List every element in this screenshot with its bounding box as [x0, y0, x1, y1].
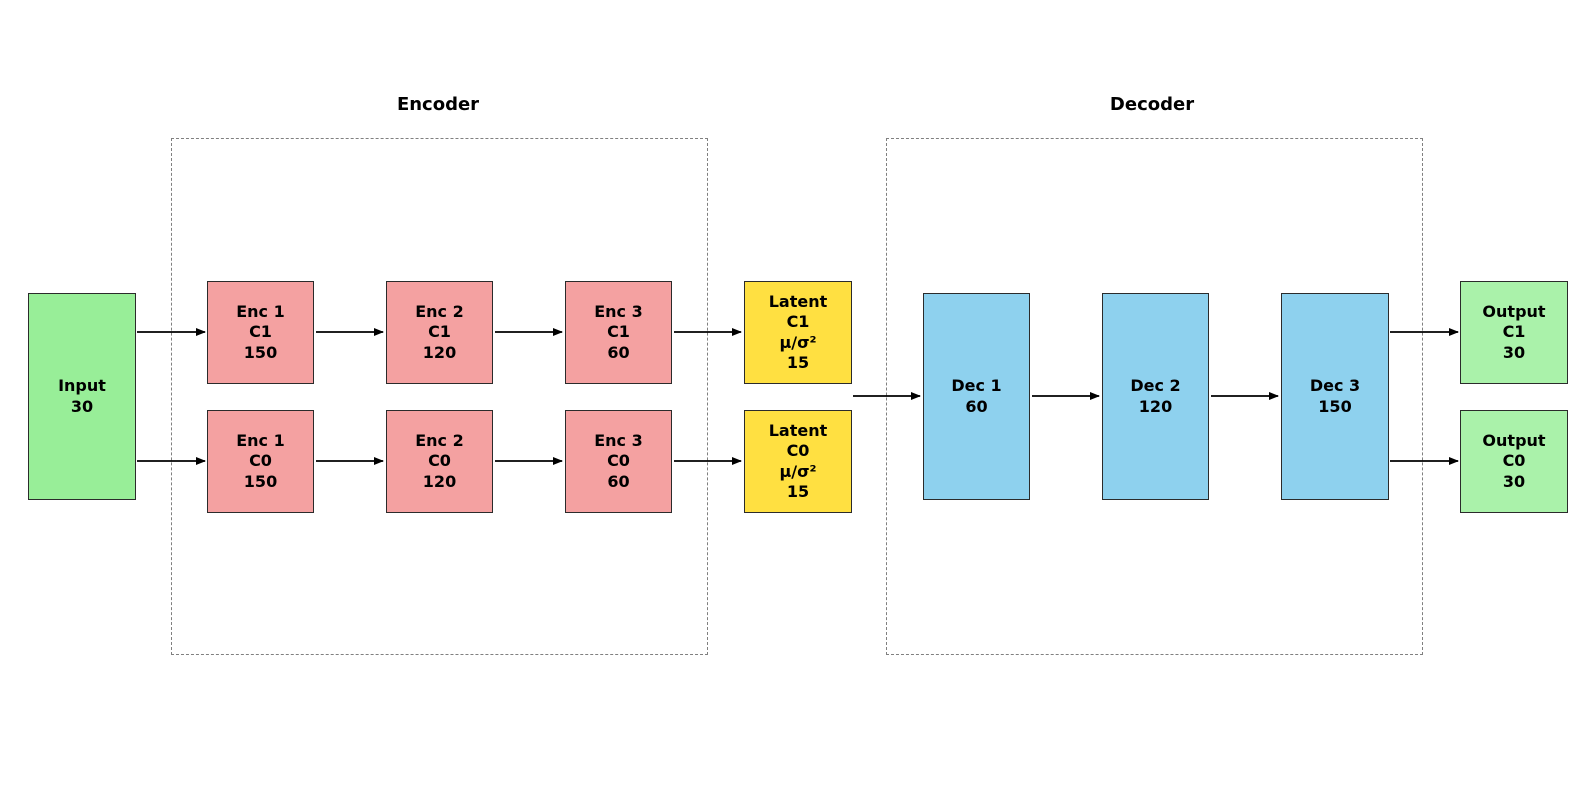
node-label-line: Dec 3 — [1309, 376, 1361, 395]
node-label-line: Enc 1 — [236, 430, 285, 450]
node-label-line: 150 — [243, 342, 278, 362]
node-label-line: 150 — [1318, 396, 1352, 416]
node-label-line: C1 — [607, 322, 630, 342]
decoder-title: Decoder — [1109, 94, 1195, 115]
node-label-line: μ/σ² — [779, 332, 817, 352]
node-label-line: 15 — [786, 482, 810, 501]
node-label-line: C1 — [1502, 322, 1526, 342]
node-label-line: Dec 1 — [951, 376, 1002, 395]
encoder-title: Encoder — [396, 94, 480, 115]
node-label-line: 150 — [243, 471, 278, 491]
node-label-line: Enc 2 — [415, 430, 464, 450]
encoder-frame — [171, 138, 708, 655]
node-label-line: Latent — [768, 291, 828, 311]
node-label-line: C1 — [786, 312, 810, 331]
node-label-line: 60 — [607, 471, 630, 491]
node-label-line: 60 — [607, 342, 630, 362]
node-label-line: Input — [58, 376, 106, 395]
node-label-line: C0 — [607, 451, 630, 471]
node-label-line: Dec 2 — [1130, 376, 1181, 395]
node-label-line: 30 — [70, 396, 94, 416]
node-label-line: Output — [1482, 430, 1546, 450]
node-label-line: Output — [1482, 301, 1546, 321]
node-label-line: 120 — [422, 471, 457, 491]
node-label-line: 120 — [422, 342, 457, 362]
node-label-line: C0 — [1502, 451, 1526, 471]
node-label-line: 30 — [1502, 342, 1526, 362]
node-label-line: μ/σ² — [779, 461, 817, 481]
node-label-line: Enc 1 — [236, 301, 285, 321]
node-label-line: Enc 2 — [415, 301, 464, 321]
node-label-line: 15 — [786, 353, 810, 372]
node-label-line: Enc 3 — [594, 430, 643, 450]
node-label-line: C1 — [428, 322, 451, 342]
node-label-line: C0 — [428, 451, 451, 471]
node-label-line: 120 — [1138, 396, 1173, 416]
node-label-line: 30 — [1502, 471, 1526, 491]
node-label-line: Latent — [768, 420, 828, 440]
node-label-line: 60 — [965, 396, 988, 416]
node-label-line: C1 — [249, 322, 272, 342]
node-label-line: Enc 3 — [594, 301, 643, 321]
node-label-line: C0 — [786, 441, 810, 460]
node-label-line: C0 — [249, 451, 272, 471]
